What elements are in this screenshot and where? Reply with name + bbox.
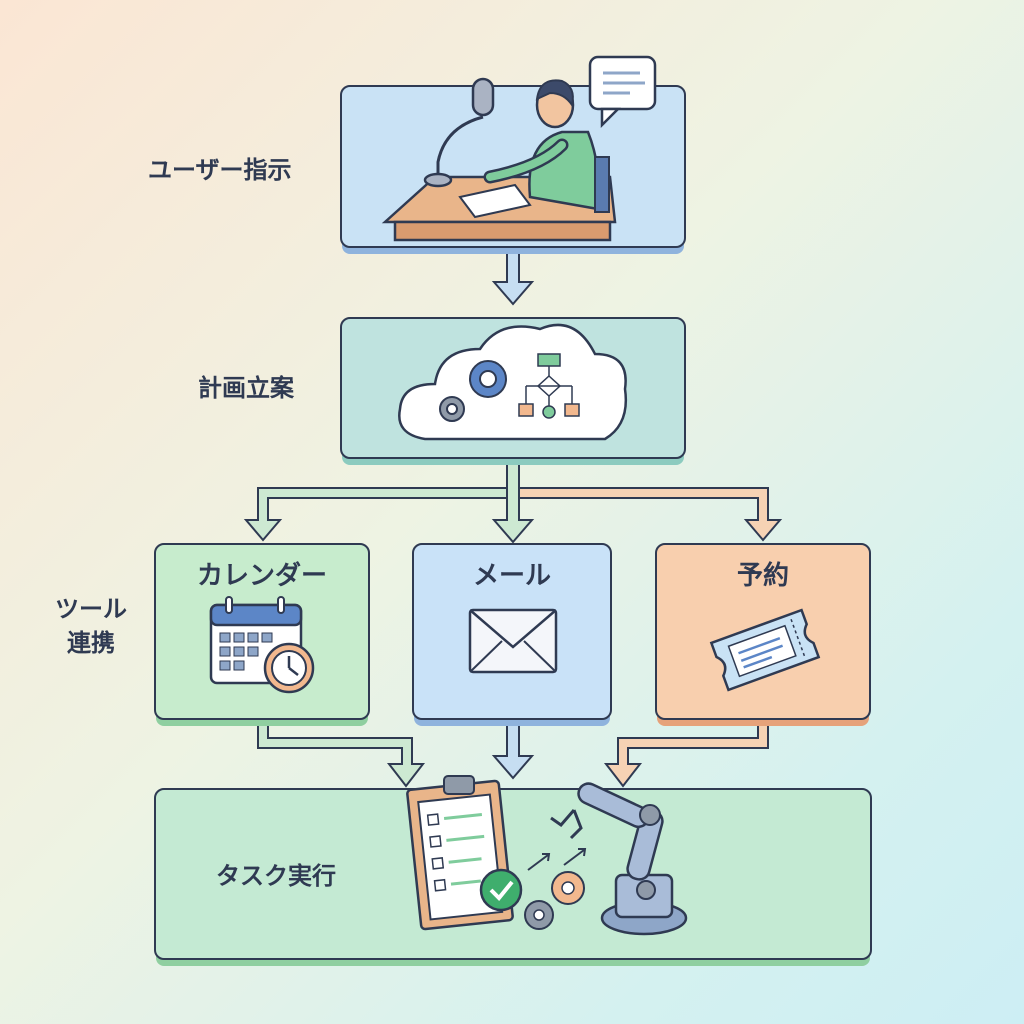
tool-booking-title: 予約 — [736, 561, 789, 591]
stage-label-user-instruction: ユーザー指示 — [148, 156, 292, 184]
orange-gear-icon — [551, 871, 585, 905]
user-instruction-box — [340, 55, 686, 248]
tool-booking-box: 予約 — [655, 543, 871, 720]
stage-label-tool-integration-line2: 連携 — [67, 629, 115, 657]
calendar-icon — [209, 596, 315, 694]
stage-label-tool-integration: ツール 連携 — [55, 592, 127, 660]
tool-mail-title: メール — [472, 561, 551, 591]
arrow-mail-to-execution — [491, 719, 535, 780]
speech-bubble-icon — [588, 55, 657, 129]
arrow-calendar-to-execution — [257, 719, 426, 788]
task-execution-illustration — [406, 775, 688, 936]
gear-icon — [524, 900, 554, 930]
tool-mail-box: メール — [412, 543, 612, 720]
arrow-planning-to-calendar — [243, 461, 519, 542]
microphone-icon — [423, 77, 495, 188]
person-at-desk-illustration — [381, 55, 657, 242]
motion-arrows-icon — [527, 848, 587, 871]
check-circle-icon — [479, 868, 523, 912]
planning-box — [340, 317, 686, 459]
gear-icon — [469, 360, 507, 398]
clock-icon — [263, 642, 315, 694]
ticket-icon — [709, 608, 821, 692]
arrow-planning-to-booking — [507, 461, 783, 542]
stage-label-planning: 計画立案 — [198, 374, 294, 402]
arrow-user-to-planning — [491, 247, 535, 306]
task-execution-box: タスク実行 — [154, 775, 872, 960]
cloud-planning-illustration — [398, 323, 628, 441]
arrow-booking-to-execution — [603, 719, 769, 788]
stage-label-tool-integration-line1: ツール — [55, 595, 127, 623]
flowchart-icon — [518, 353, 580, 419]
cloud-icon — [398, 323, 628, 441]
document-icon — [458, 183, 532, 219]
small-gear-icon — [439, 396, 465, 422]
tool-calendar-box: カレンダー — [154, 543, 370, 720]
arrow-planning-to-mail — [491, 461, 535, 544]
person-icon — [483, 79, 610, 213]
task-execution-title: タスク実行 — [216, 862, 336, 890]
tool-calendar-title: カレンダー — [196, 561, 327, 591]
envelope-icon — [468, 608, 558, 674]
robot-arm-icon — [550, 782, 688, 936]
